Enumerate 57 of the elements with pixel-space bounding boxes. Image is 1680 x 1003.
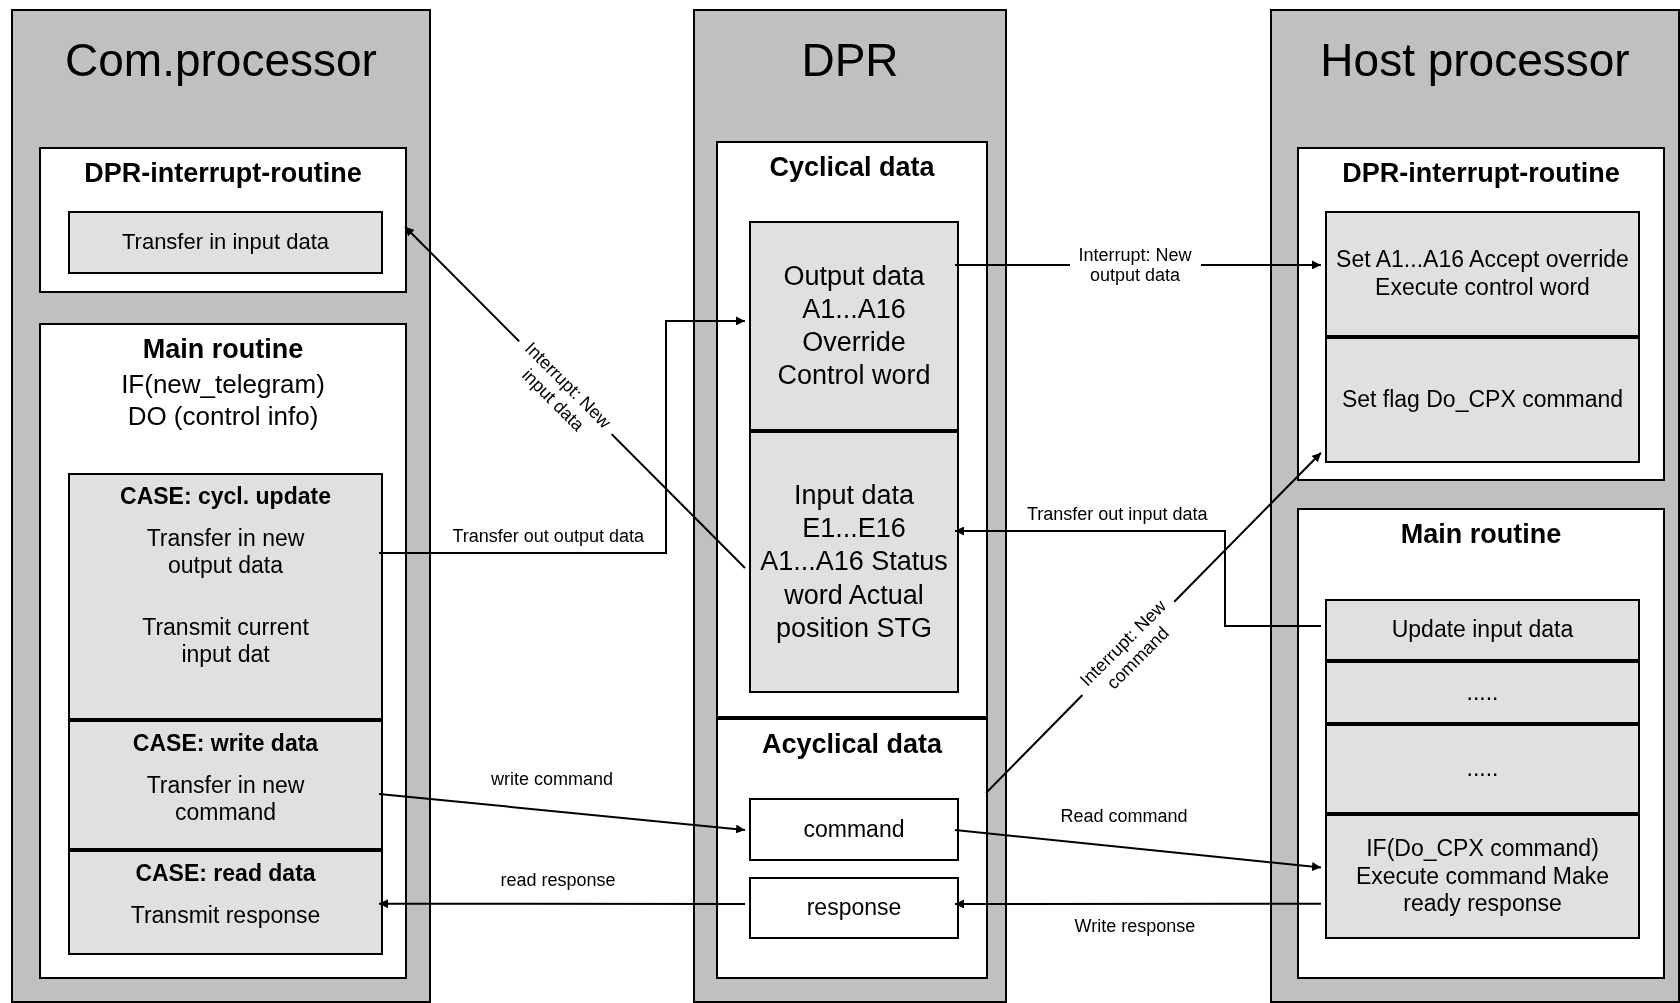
routine-box <box>1297 147 1665 481</box>
routine-box <box>716 718 988 979</box>
process-box <box>1325 337 1640 463</box>
process-box <box>68 211 383 274</box>
process-box <box>749 877 959 939</box>
column-title: DPR <box>801 33 899 88</box>
box-heading: CASE: write data <box>132 730 319 758</box>
box-text: Transfer in input data <box>120 229 331 256</box>
arrow <box>378 316 746 554</box>
arrow <box>378 793 746 834</box>
arrow <box>954 828 1322 872</box>
routine-box <box>1297 508 1665 979</box>
box-text: response <box>805 894 903 922</box>
process-box <box>1325 599 1640 661</box>
process-box <box>68 473 383 720</box>
routine-box <box>39 147 407 293</box>
column-panel <box>693 9 1007 1003</box>
column-title: Host processor <box>1320 33 1630 88</box>
box-text: Transfer in new command <box>145 771 306 827</box>
box-text: ..... <box>1465 678 1500 707</box>
box-heading: CASE: read data <box>135 860 316 888</box>
box-heading: DPR-interrupt-routine <box>84 157 362 190</box>
arrow <box>954 899 1322 909</box>
box-text: IF(Do_CPX command) Execute command Make ready response <box>1354 835 1611 918</box>
box-text: Set flag Do_CPX command <box>1340 386 1625 414</box>
box-text: Output data A1...A16 Override Control word <box>776 259 932 393</box>
column-panel <box>1270 9 1680 1003</box>
box-text: ..... <box>1465 755 1500 783</box>
box-text: Input data E1...E16 A1...A16 Status word Actual position STG <box>759 479 949 645</box>
box-text: command <box>802 815 906 844</box>
box-text: Transmit current input dat <box>141 613 310 669</box>
arrow <box>954 526 1322 627</box>
box-heading: Main routine <box>1400 518 1562 551</box>
process-box <box>749 221 959 431</box>
box-heading: Cyclical data <box>769 151 935 184</box>
process-box <box>1325 211 1640 337</box>
process-box <box>68 850 383 955</box>
routine-box <box>716 141 988 718</box>
process-box <box>749 431 959 693</box>
process-box <box>1325 661 1640 724</box>
routine-box <box>39 323 407 979</box>
arrow <box>378 899 746 909</box>
box-text: Transfer in new output data <box>145 524 306 580</box>
column-title: Com.processor <box>65 33 377 88</box>
process-box <box>1325 814 1640 939</box>
box-text: Set A1...A16 Accept override Execute control word <box>1335 246 1630 302</box>
column-panel <box>11 9 431 1003</box>
box-heading: Main routine <box>142 333 304 366</box>
box-text: Update input data <box>1390 616 1575 644</box>
box-heading: Acyclical data <box>761 728 943 761</box>
box-text: Transmit response <box>130 901 321 930</box>
box-heading: DPR-interrupt-routine <box>1342 157 1620 190</box>
process-box <box>68 720 383 850</box>
box-heading: CASE: cycl. update <box>120 483 331 511</box>
process-box <box>1325 724 1640 814</box>
box-text: IF(new_telegram) DO (control info) <box>120 369 326 432</box>
process-box <box>749 798 959 861</box>
